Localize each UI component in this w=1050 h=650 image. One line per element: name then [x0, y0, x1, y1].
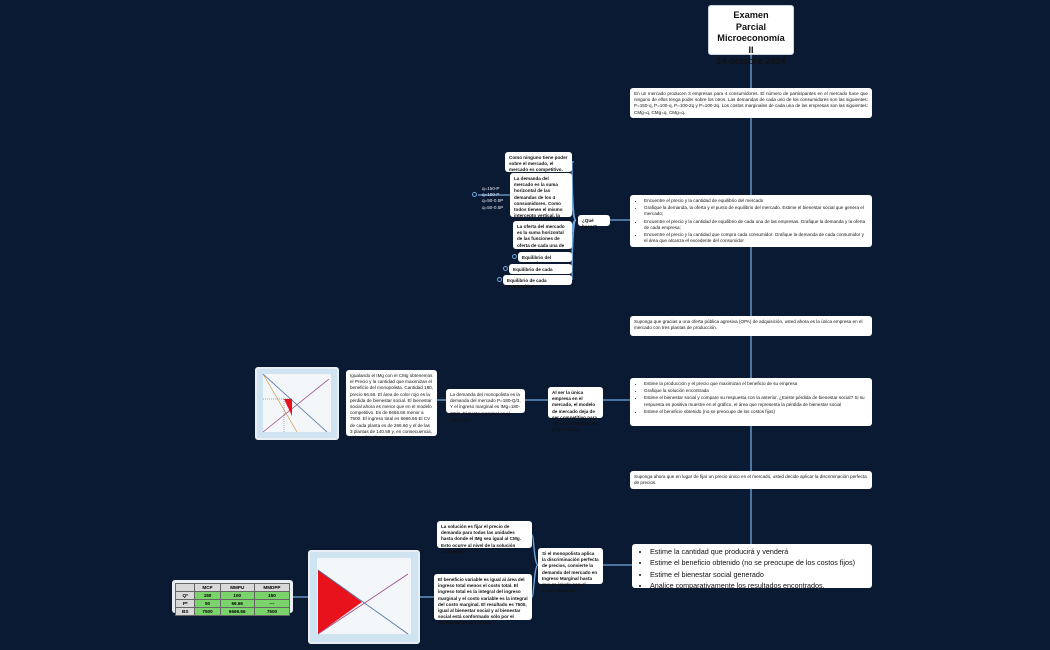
- monopolio-text: Al ser la única empresa en el mercado, e…: [552, 390, 598, 433]
- table-cell: ---: [253, 599, 291, 608]
- mc-line: [262, 378, 330, 433]
- monopoly-graph: [255, 367, 339, 440]
- section-3-text: Suponga ahora que en lugar de fijar un p…: [634, 474, 867, 486]
- task-item: Analice comparativamente los resultados …: [650, 581, 868, 591]
- title-line: Examen: [733, 10, 769, 20]
- table-cell: 100: [219, 591, 255, 600]
- collapse-dot[interactable]: [503, 266, 508, 271]
- table-row: P* 50 66.66 ---: [174, 599, 291, 608]
- table-row: BS 7500 6666.66 7500: [174, 607, 291, 616]
- table-header-row: MCP MMPU MMDPP: [174, 583, 291, 592]
- tasks-3-node: Estime la cantidad que producirá y vende…: [632, 544, 872, 591]
- ninguno-node: Como ninguno tiene poder sobre el mercad…: [505, 152, 572, 172]
- collapse-dot[interactable]: [472, 192, 477, 197]
- deadweight-loss-area: [284, 399, 292, 416]
- table-cell: 7500: [194, 607, 221, 616]
- table-cell: 150: [253, 591, 291, 600]
- table-header: [174, 583, 196, 592]
- task-item: Grafique la solución encontrada: [644, 388, 868, 394]
- intro-node: En un mercado producen 3 empresas para 4…: [630, 88, 872, 118]
- section-2-text: Suponga que gracias a una oferta pública…: [634, 319, 863, 331]
- task-item: Estime el beneficio obtenido (no se preo…: [644, 409, 868, 415]
- table-header: MMDPP: [253, 583, 291, 592]
- discrimination-graph-svg: [310, 552, 418, 642]
- table-cell: P*: [174, 599, 196, 608]
- section-2-node: Suponga que gracias a una oferta pública…: [630, 316, 872, 336]
- comparison-table: MCP MMPU MMDPP Q* 150 100 150 P* 50 66.6…: [174, 583, 291, 616]
- table-header: MCP: [194, 583, 221, 592]
- table-cell: 6666.66: [219, 607, 255, 616]
- eq-consumidor-node: Equilibrio de cada consumidor: [503, 275, 572, 289]
- igualando-node: Igualando el IMg con el CMg obtenemos el…: [346, 370, 437, 440]
- solucion-node: La solución es fijar el precio de demand…: [437, 521, 532, 554]
- que-hacer-node: ¿Qué hacer?: [578, 215, 610, 229]
- collapse-dot[interactable]: [497, 277, 502, 282]
- que-hacer-text: ¿Qué hacer?: [582, 218, 598, 230]
- solucion-text: La solución es fijar el precio de demand…: [441, 524, 521, 554]
- table-cell: 66.66: [219, 599, 255, 608]
- task-item: Encuentre el precio y la cantidad de equ…: [644, 198, 868, 204]
- demanda-monopolista-node: La demanda del monopolista es la demanda…: [446, 389, 525, 422]
- task-item: Estime el bienestar social y compare su …: [644, 395, 868, 407]
- equations-node: q=150-P q=100-P q=50-0.5P q=50-0.5P: [478, 183, 510, 210]
- task-item: Grafique la demanda, la oferta y el punt…: [644, 205, 868, 217]
- task-item: Estime la producción y el precio que max…: [644, 381, 868, 387]
- oferta-mercado-text: La oferta del mercado es la suma horizon…: [517, 224, 565, 254]
- discriminacion-node: Si el monopolista aplica la discriminaci…: [538, 548, 603, 593]
- equation: q=50-0.5P: [482, 198, 504, 204]
- eq-empresa-node: Equilibrio de cada empresa: [509, 264, 572, 278]
- task-item: Estime la cantidad que producirá y vende…: [650, 547, 868, 557]
- task-item: Estime el bienestar social generado: [650, 570, 868, 580]
- surplus-area: [318, 570, 362, 634]
- beneficio-text: El beneficio variable es igual al área d…: [438, 577, 528, 626]
- table-cell: BS: [174, 607, 196, 616]
- exam-title: Examen Parcial Microeconomía II 14 octub…: [708, 5, 794, 66]
- equation: q=50-0.5P: [482, 204, 504, 210]
- mc-line: [317, 573, 409, 635]
- mr-line: [262, 373, 298, 433]
- table-cell: 150: [194, 591, 221, 600]
- tasks-2-node: Estime la producción y el precio que max…: [630, 378, 872, 426]
- equation: q=150-P: [482, 186, 500, 191]
- task-item: Estime el beneficio obtenido (no se preo…: [650, 558, 868, 568]
- tasks-1-node: Encuentre el precio y la cantidad de equ…: [630, 195, 872, 247]
- section-3-node: Suponga ahora que en lugar de fijar un p…: [630, 471, 872, 489]
- ninguno-text: Como ninguno tiene poder sobre el mercad…: [509, 155, 568, 173]
- monopolio-node: Al ser la única empresa en el mercado, e…: [548, 387, 603, 432]
- comparison-table-frame: MCP MMPU MMDPP Q* 150 100 150 P* 50 66.6…: [172, 580, 293, 616]
- monopoly-graph-svg: [257, 369, 337, 438]
- table-cell: 50: [194, 599, 221, 608]
- demand-line: [317, 569, 409, 635]
- demand-line: [262, 373, 328, 433]
- table-cell: Q*: [174, 591, 196, 600]
- title-line: 14 octubre 2024: [716, 56, 786, 66]
- discrimination-graph: [308, 550, 420, 644]
- intro-text: En un mercado producen 3 empresas para 4…: [634, 91, 868, 115]
- collapse-dot[interactable]: [512, 254, 517, 259]
- equation: q=100-P: [482, 192, 500, 198]
- eq-mercado-node: Equilibrio del mercado: [518, 252, 572, 266]
- table-header: MMPU: [219, 583, 255, 592]
- eq-mercado-text: Equilibrio del mercado: [522, 255, 552, 266]
- task-item: Encuentre el precio y la cantidad que co…: [644, 232, 868, 244]
- title-line: Microeconomía II: [717, 33, 785, 55]
- oferta-mercado-node: La oferta del mercado es la suma horizon…: [513, 221, 572, 254]
- discriminacion-text: Si el monopolista aplica la discriminaci…: [542, 551, 599, 594]
- beneficio-node: El beneficio variable es igual al área d…: [434, 574, 532, 625]
- demanda-monopolista-text: La demanda del monopolista es la demanda…: [450, 392, 521, 422]
- table-cell: 7500: [253, 607, 291, 616]
- title-line: Parcial: [735, 21, 767, 32]
- table-row: Q* 150 100 150: [174, 591, 291, 600]
- eq-consumidor-text: Equilibrio de cada consumidor: [507, 278, 547, 290]
- task-item: Encuentre el precio y la cantidad de equ…: [644, 219, 868, 231]
- demanda-mercado-node: La demanda del mercado es la suma horizo…: [510, 173, 572, 237]
- igualando-text: Igualando el IMg con el CMg obtenemos el…: [350, 373, 433, 440]
